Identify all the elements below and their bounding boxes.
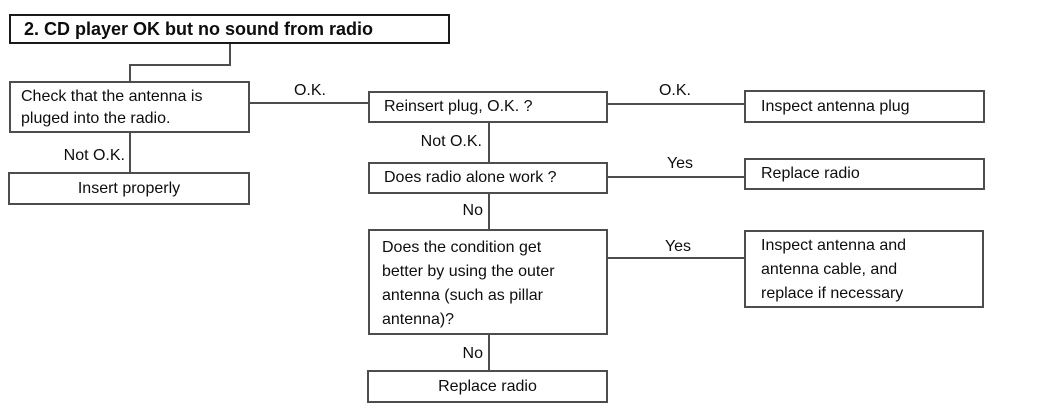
connector-condition-to-cable (608, 257, 744, 259)
edge-label-radio-alone-yes: Yes (666, 155, 694, 172)
connector-condition-to-final (488, 335, 490, 370)
edge-label-check-not-ok: Not O.K. (63, 147, 125, 164)
edge-label-radio-alone-no: No (462, 202, 483, 219)
edge-label-reinsert-ok: O.K. (658, 82, 691, 99)
node-replace-radio: Replace radio (744, 158, 985, 190)
edge-label-condition-yes: Yes (664, 238, 692, 255)
connector-reinsert-to-plug (608, 103, 744, 105)
node-reinsert-plug: Reinsert plug, O.K. ? (368, 91, 608, 123)
node-insert-properly: Insert properly (8, 172, 250, 205)
edge-label-check-ok: O.K. (293, 82, 326, 99)
connector-check-to-reinsert (250, 102, 368, 104)
node-check-antenna: Check that the antenna is pluged into th… (9, 81, 250, 133)
connector-title-down (229, 44, 231, 66)
edge-label-condition-no: No (462, 345, 483, 362)
connector-alone-to-condition (488, 194, 490, 229)
node-inspect-antenna-plug: Inspect antenna plug (744, 90, 985, 123)
connector-reinsert-to-alone (488, 123, 490, 162)
node-condition-outer-antenna: Does the condition get better by using t… (368, 229, 608, 335)
connector-check-to-insert (129, 133, 131, 172)
connector-alone-to-replace (608, 176, 744, 178)
connector-title-across (129, 64, 231, 66)
node-does-radio-alone-work: Does radio alone work ? (368, 162, 608, 194)
connector-title-to-check (129, 64, 131, 81)
node-replace-radio-final: Replace radio (367, 370, 608, 403)
node-inspect-antenna-cable: Inspect antenna and antenna cable, and r… (744, 230, 984, 308)
flowchart-title-box: 2. CD player OK but no sound from radio (9, 14, 450, 44)
edge-label-reinsert-not-ok: Not O.K. (420, 133, 482, 150)
